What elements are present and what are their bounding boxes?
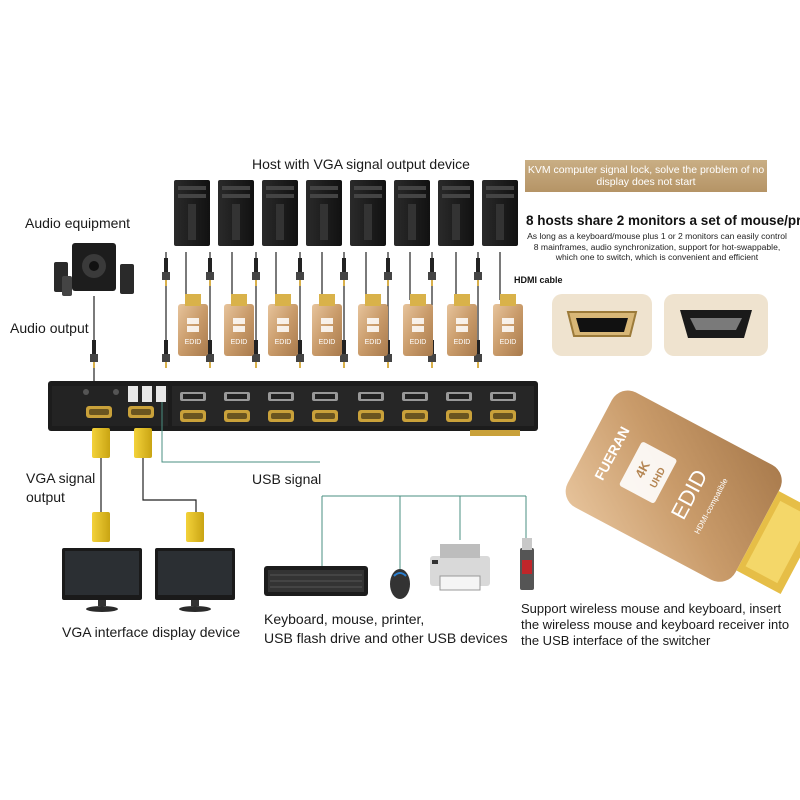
host-pc-7-icon [438,180,474,246]
host-pc-1-icon [174,180,210,246]
host-title: Host with VGA signal output device [252,156,470,172]
kvm-banner: KVM computer signal lock, solve the prob… [525,160,767,192]
vga-signal-output-label-line2: output [26,489,65,505]
vga-output-cables [92,428,204,542]
vga-display-label: VGA interface display device [62,624,241,640]
banner-body: As long as a keyboard/mouse plus 1 or 2 … [527,231,787,262]
adapter-badge-res: 4K [632,458,653,480]
edid-adapters [178,294,523,356]
host-pc-5-icon [350,180,386,246]
speaker-system-icon [54,243,134,296]
host-pc-2-icon [218,180,254,246]
audio-output-label: Audio output [10,320,89,336]
usb-signal-label: USB signal [252,471,322,487]
audio-equipment-label: Audio equipment [25,215,131,231]
banner-title: 8 hosts share 2 monitors a set of mouse/… [526,213,800,228]
edid-adapter-large-icon: FUERAN 4K UHD EDID HDMI-compatible [565,390,800,594]
host-pc-8-icon [482,180,518,246]
usb-devices-label-line1: Keyboard, mouse, printer, [264,611,425,627]
monitor-2-icon [155,548,235,612]
hdmi-female-icon [552,294,652,356]
host-pc-4-icon [306,180,342,246]
kvm-switch [48,381,538,436]
usb-flash-drive-icon [520,538,534,590]
usb-signal-lines [161,402,527,570]
printer-icon [430,544,490,591]
vga-signal-output-label-line1: VGA signal [26,470,96,486]
keyboard-icon [264,566,368,596]
wireless-note: Support wireless mouse and keyboard, ins… [521,601,790,648]
host-towers [174,180,518,246]
hdmi-cable-label: HDMI cable [514,275,563,285]
host-pc-6-icon [394,180,430,246]
mouse-icon [390,569,410,599]
hdmi-male-icon [664,294,768,356]
host-pc-3-icon [262,180,298,246]
usb-devices-label-line2: USB flash drive and other USB devices [264,630,508,646]
monitor-1-icon [62,548,142,612]
